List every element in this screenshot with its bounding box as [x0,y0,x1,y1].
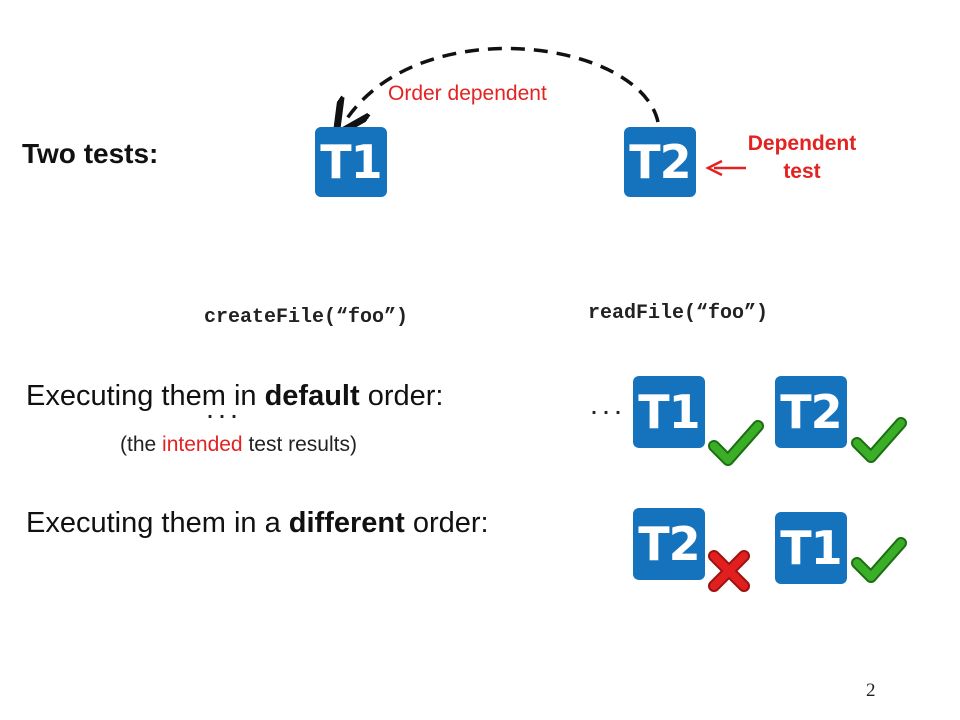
note-highlight: intended [162,433,243,456]
default-order-suffix: order: [359,380,444,412]
default-order-note: (the intended test results) [120,433,357,457]
default-order-bold: default [264,380,360,412]
different-order-bold: different [288,507,405,539]
t2-code-line1: readFile(“foo”) [588,302,769,325]
check-icon [851,537,907,583]
tile-t1-top: T1 [315,127,387,197]
tile-default-first: T1 [633,376,705,448]
dependent-test-label: Dependent test [722,130,882,186]
different-order-text: Executing them in a different order: [26,507,489,540]
cross-icon [708,550,750,592]
note-prefix: (the [120,433,163,456]
tile-t2-top: T2 [624,127,696,197]
different-order-suffix: order: [404,507,489,539]
t1-code-line2: ... [204,402,241,425]
default-order-text: Executing them in default order: [26,380,443,413]
check-icon [708,420,764,466]
check-icon [851,417,907,463]
tile-different-first: T2 [633,508,705,580]
t1-code: createFile(“foo”) ... [204,238,408,462]
page-heading: Two tests: [22,138,159,169]
t1-code-line1: createFile(“foo”) [204,306,409,329]
dependent-arrow-head [705,159,723,177]
t2-code-line2: ... [588,398,625,421]
different-order-prefix: Executing them in a [26,507,289,539]
dependent-label-line1: Dependent [747,132,857,155]
arc-label: Order dependent [388,82,547,105]
tile-default-second: T2 [775,376,847,448]
dependent-label-line2: test [783,160,821,183]
t2-code: readFile(“foo”) ... [588,234,768,458]
tile-different-second: T1 [775,512,847,584]
page-number: 2 [866,680,876,701]
default-order-prefix: Executing them in [26,380,265,412]
dashed-arc-path [346,46,660,122]
note-suffix: test results) [242,433,357,456]
